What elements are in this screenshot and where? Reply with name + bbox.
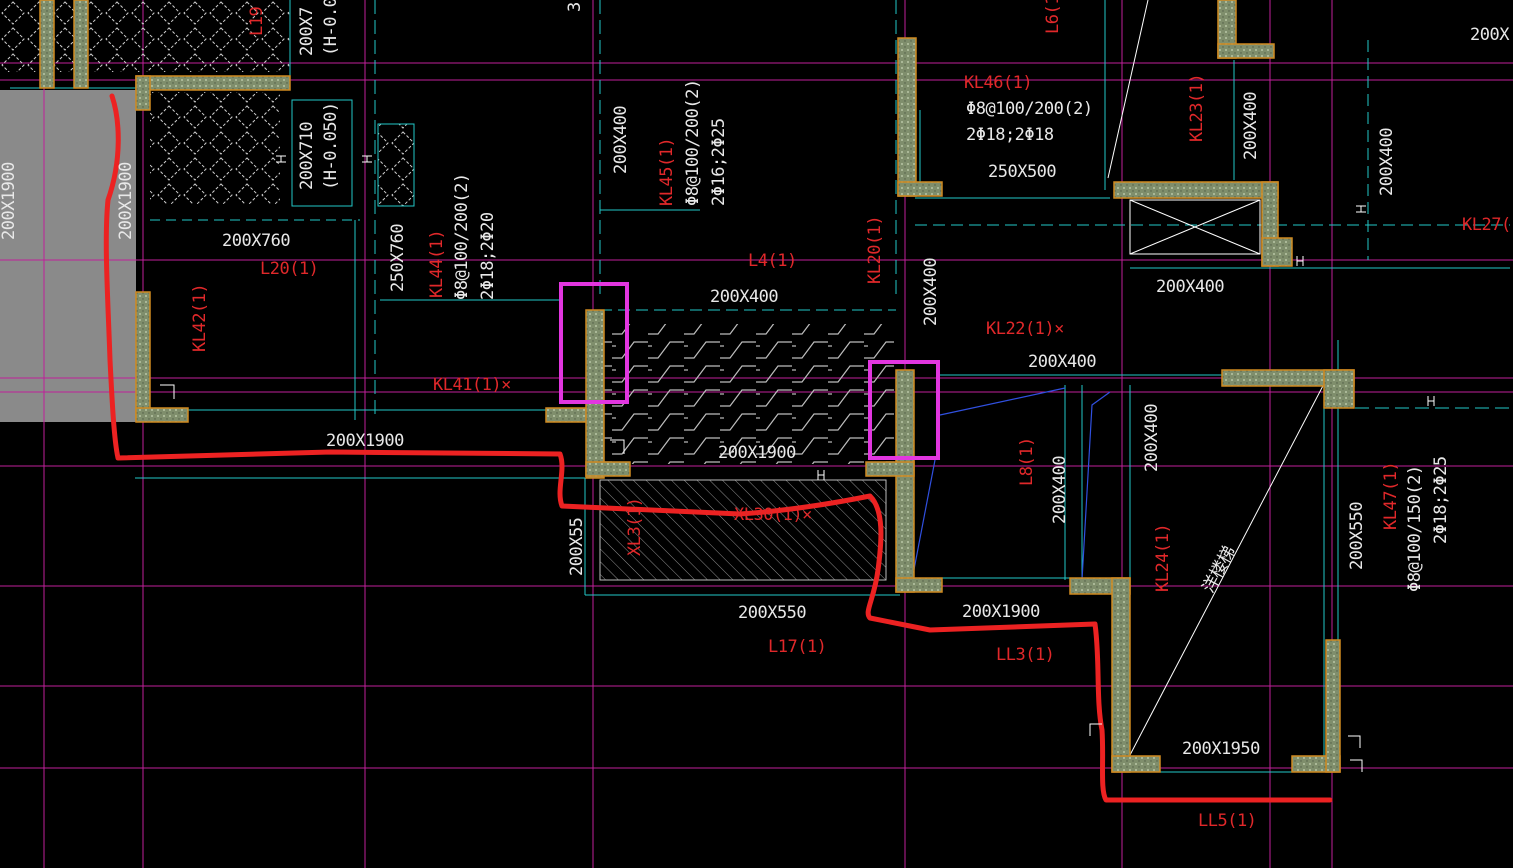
- pattern-zone: [377, 123, 415, 207]
- dim-label: 200X400: [1050, 456, 1070, 524]
- dim-label: (H-0.05: [321, 0, 341, 56]
- dim-label: 3: [565, 2, 585, 12]
- walls: [39, 0, 1355, 773]
- dim-label: 250X760: [388, 224, 408, 292]
- dim-label: 200X400: [1028, 352, 1096, 372]
- dim-label: 200X1900: [0, 162, 19, 240]
- shaft-box: [1129, 199, 1261, 255]
- rebar-label: Φ8@100/200(2): [966, 99, 1093, 119]
- beam-id-label: LL3(1): [996, 645, 1054, 665]
- dim-label: 250X500: [988, 162, 1056, 182]
- stair-hatch: [604, 324, 894, 464]
- beam-id-label: KL24(1): [1153, 524, 1173, 592]
- rebar-label: 2Φ18;2Φ18: [966, 125, 1054, 145]
- beam-id-label: L19: [247, 7, 267, 36]
- beam-id-label: L17(1): [768, 637, 826, 657]
- dim-label: 200X400: [710, 287, 778, 307]
- gray-zone: [0, 90, 136, 422]
- dim-label: 200X55: [567, 518, 587, 576]
- beam-id-label: KL41(1)×: [433, 375, 511, 395]
- rebar-label: Φ8@100/200(2): [452, 173, 472, 300]
- dim-label: 200X550: [738, 603, 806, 623]
- rebar-label: Φ8@100/150(2): [1405, 465, 1425, 592]
- rebar-label: 2Φ18;2Φ20: [478, 212, 498, 300]
- beam-id-label: KL20(1): [865, 216, 885, 284]
- dim-label: 200X400: [1241, 92, 1261, 160]
- dim-label: 200X550: [1347, 502, 1367, 570]
- pattern-zone: [291, 99, 353, 207]
- dim-label: 200X400: [1142, 404, 1162, 472]
- beam-id-label: KL45(1): [657, 138, 677, 206]
- beam-id-label: KL44(1): [427, 230, 447, 298]
- dim-label: 200X7: [297, 7, 317, 56]
- beam-id-label: KL27(: [1462, 215, 1511, 235]
- dim-label: 200X1900: [718, 443, 796, 463]
- dim-label: 200X400: [1156, 277, 1224, 297]
- beam-id-label: L20(1): [260, 259, 318, 279]
- blue-lines: [911, 387, 1111, 581]
- beam-id-label: L8(1): [1017, 437, 1037, 486]
- beam-id-label: KL46(1): [964, 73, 1032, 93]
- beam-id-label: KL23(1): [1187, 74, 1207, 142]
- dim-label: 200X1900: [326, 431, 404, 451]
- selection-box[interactable]: [559, 282, 629, 404]
- dim-label: 200X760: [222, 231, 290, 251]
- dim-label: 200X400: [1377, 128, 1397, 196]
- beam-id-label: XL3(1): [625, 498, 645, 556]
- small-marks: [160, 155, 1435, 772]
- dim-label: 200X1950: [1182, 739, 1260, 759]
- pattern-zone: [150, 92, 280, 204]
- rebar-label: Φ8@100/200(2): [683, 79, 703, 206]
- rebar-label: 2Φ18;2Φ25: [1431, 456, 1451, 544]
- dim-label: 200X: [1470, 25, 1510, 45]
- dim-label: 200X1900: [962, 602, 1040, 622]
- beam-id-label: L6(1): [1043, 0, 1063, 34]
- dim-label: 200X400: [921, 258, 941, 326]
- stair-label: 洋楼梯: [1199, 543, 1240, 597]
- beam-id-label: L4(1): [748, 251, 797, 271]
- beam-id-label: KL22(1)×: [986, 319, 1064, 339]
- beam-id-label: XL30(1)×: [734, 505, 812, 525]
- dim-label: 200X400: [611, 106, 631, 174]
- dim-label: 200X1900: [116, 162, 136, 240]
- dim-label: 200X710: [297, 122, 317, 190]
- beam-id-label: KL47(1): [1381, 462, 1401, 530]
- dim-label: (H-0.050): [321, 102, 341, 190]
- markup-stroke: [103, 93, 1333, 803]
- beam-id-label: LL5(1): [1198, 811, 1256, 831]
- rebar-label: 2Φ16;2Φ25: [709, 118, 729, 206]
- diag-hatch: [599, 479, 887, 581]
- selection-box[interactable]: [868, 360, 940, 460]
- stair-lines: [1107, 0, 1327, 756]
- beam-id-label: KL42(1): [190, 284, 210, 352]
